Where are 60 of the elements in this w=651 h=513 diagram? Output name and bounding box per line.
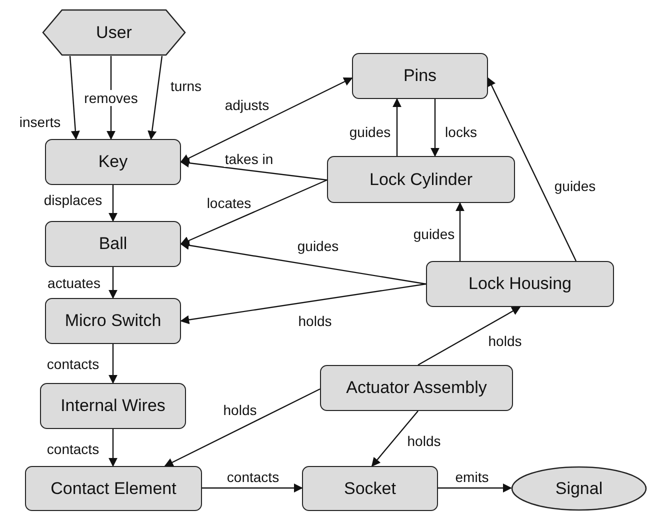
- arrow: [202, 484, 303, 492]
- arrow: [392, 98, 402, 156]
- arrow: [108, 267, 118, 299]
- node-label: Pins: [403, 66, 437, 86]
- arrow: [69, 56, 80, 140]
- output-ellipse: [511, 466, 647, 511]
- component-box: [25, 466, 202, 511]
- node-label: Lock Cylinder: [370, 170, 472, 190]
- edge-label: holds: [487, 333, 523, 349]
- component-box: [302, 466, 438, 511]
- arrow: [148, 56, 163, 140]
- edge-label: inserts: [18, 114, 62, 130]
- node-label: Signal: [555, 478, 603, 498]
- node-label: Ball: [98, 234, 128, 254]
- component-box: [40, 383, 186, 429]
- arrow: [456, 202, 464, 261]
- component-box: [45, 221, 181, 267]
- edge-label: guides: [296, 238, 340, 254]
- node-label: Socket: [344, 478, 396, 498]
- arrow: [180, 179, 328, 245]
- arrow: [487, 77, 577, 262]
- arrow: [430, 99, 440, 157]
- edge-label: guides: [348, 124, 392, 140]
- node-label: Contact Element: [50, 478, 176, 498]
- component-box: [327, 156, 515, 203]
- arrow: [418, 306, 521, 366]
- edge-label: displaces: [42, 192, 104, 208]
- node-label: User: [96, 22, 132, 42]
- edge-label: holds: [297, 313, 333, 329]
- node-label: Micro Switch: [64, 311, 162, 331]
- edge-label: emits: [454, 469, 490, 485]
- edge-label: locks: [444, 124, 478, 140]
- component-box: [352, 53, 488, 99]
- arrow: [180, 283, 426, 324]
- arrow: [108, 344, 118, 384]
- node-label: Key: [98, 152, 128, 172]
- edge-label: adjusts: [224, 97, 270, 113]
- edge-label: takes in: [224, 151, 274, 167]
- component-box: [45, 298, 181, 344]
- arrow: [180, 158, 328, 181]
- arrow: [108, 185, 118, 222]
- edge-label: guides: [412, 226, 456, 242]
- arrow: [438, 484, 512, 492]
- arrow: [108, 429, 118, 467]
- edge-label: holds: [222, 402, 258, 418]
- component-box: [320, 365, 513, 411]
- edge-label: holds: [406, 433, 442, 449]
- component-box: [45, 139, 181, 185]
- node-label: Internal Wires: [60, 396, 166, 416]
- component-box: [426, 261, 614, 307]
- edge-label: guides: [553, 178, 597, 194]
- edge-label: locates: [206, 195, 252, 211]
- arrow: [164, 388, 320, 467]
- node-label: Lock Housing: [468, 274, 572, 294]
- actor-hexagon: [42, 9, 186, 56]
- node-label: Actuator Assembly: [346, 378, 487, 398]
- arrow: [180, 77, 353, 163]
- arrow: [180, 240, 426, 285]
- arrow: [371, 410, 418, 467]
- edge-label: removes: [83, 90, 139, 106]
